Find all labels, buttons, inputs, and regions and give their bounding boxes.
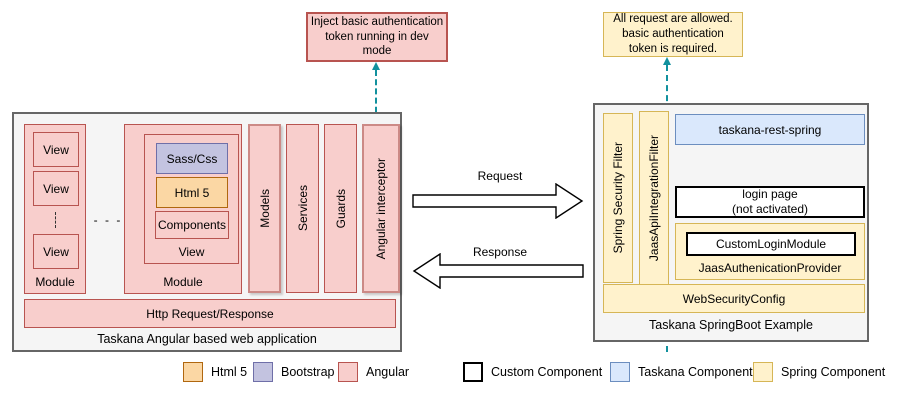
custom-login-module-box: CustomLoginModule	[686, 232, 856, 256]
angular-app-container: View View View Module - - - Sass/Css Htm…	[12, 112, 402, 352]
services-label: Services	[295, 185, 310, 232]
services-column: Services	[286, 124, 319, 293]
guards-column: Guards	[324, 124, 357, 293]
callout-inject-token: Inject basic authentication token runnin…	[306, 12, 448, 62]
legend-label-spring: Spring Component	[781, 365, 886, 379]
view-label: View	[43, 244, 69, 259]
module-2-label: Module	[163, 275, 203, 289]
http-request-response-bar: Http Request/Response	[24, 299, 396, 328]
html5-box: Html 5	[156, 177, 228, 208]
spring-security-filter-label: Spring Security Filter	[611, 142, 625, 254]
view-container-label: View	[178, 245, 205, 259]
jaas-api-integration-filter-label: JaasApiIntegrationFilter	[647, 134, 661, 262]
legend-swatch-spring	[753, 362, 773, 382]
legend-item-spring: Spring Component	[753, 362, 885, 382]
taskana-rest-spring-box: taskana-rest-spring	[675, 114, 865, 145]
models-label: Models	[257, 189, 272, 228]
callout-all-requests: All request are allowed. basic authentic…	[603, 12, 743, 57]
view-label: View	[43, 181, 69, 196]
spring-security-filter-column: Spring Security Filter	[603, 113, 633, 283]
view-label: View	[43, 142, 69, 157]
springboot-title: Taskana SpringBoot Example	[649, 318, 813, 332]
module-2: Sass/Css Html 5 Components View Module	[124, 124, 242, 294]
custom-login-module-label: CustomLoginModule	[715, 237, 827, 251]
components-label: Components	[157, 218, 227, 232]
legend-swatch-bootstrap	[253, 362, 273, 382]
view-box-3: View	[33, 234, 79, 269]
jaas-authentication-provider-box: CustomLoginModule JaasAuthenicationProvi…	[675, 223, 865, 280]
view-box-2: View	[33, 171, 79, 206]
legend-swatch-html5	[183, 362, 203, 382]
response-arrow-icon	[412, 253, 584, 289]
login-page-label: login page (not activated)	[731, 186, 809, 216]
angular-interceptor-column: Angular interceptor	[362, 124, 400, 293]
taskana-rest-spring-label: taskana-rest-spring	[718, 122, 822, 137]
view-box-1: View	[33, 132, 79, 167]
legend-label-taskana: Taskana Component	[638, 365, 753, 379]
legend-swatch-angular	[338, 362, 358, 382]
request-label: Request	[477, 168, 523, 183]
models-column: Models	[248, 124, 281, 293]
vertical-ellipsis-icon	[55, 212, 56, 228]
response-label: Response	[472, 244, 528, 259]
module-1-label: Module	[35, 275, 75, 289]
legend-item-bootstrap: Bootstrap	[253, 362, 335, 382]
sass-css-box: Sass/Css	[156, 143, 228, 174]
springboot-container: Spring Security Filter JaasApiIntegratio…	[593, 103, 869, 342]
modules-ellipsis: - - -	[93, 213, 123, 227]
legend-label-angular: Angular	[366, 365, 410, 379]
login-page-box: login page (not activated)	[675, 186, 865, 218]
legend-item-custom: Custom Component	[463, 362, 602, 382]
legend-swatch-taskana	[610, 362, 630, 382]
jaas-api-integration-filter-column: JaasApiIntegrationFilter	[639, 111, 669, 285]
web-security-config-label: WebSecurityConfig	[682, 291, 786, 306]
angular-interceptor-label: Angular interceptor	[374, 157, 388, 260]
components-box: Components	[155, 211, 229, 239]
angular-app-title: Taskana Angular based web application	[97, 332, 317, 346]
module-1: View View View Module	[24, 124, 86, 294]
legend-item-taskana: Taskana Component	[610, 362, 753, 382]
legend-label-bootstrap: Bootstrap	[281, 365, 335, 379]
legend-item-html5: Html 5	[183, 362, 247, 382]
dashed-arrowhead-left-icon	[372, 62, 380, 70]
dashed-arrowhead-right-icon	[663, 57, 671, 65]
html5-label: Html 5	[174, 185, 210, 200]
jaas-authentication-provider-label: JaasAuthenicationProvider	[698, 261, 842, 275]
web-security-config-bar: WebSecurityConfig	[603, 284, 865, 313]
legend-swatch-custom	[463, 362, 483, 382]
http-bar-label: Http Request/Response	[146, 306, 274, 321]
legend-label-custom: Custom Component	[491, 365, 603, 379]
legend-label-html5: Html 5	[211, 365, 248, 379]
sass-css-label: Sass/Css	[166, 151, 218, 166]
request-arrow-icon	[412, 183, 584, 219]
view-container: Sass/Css Html 5 Components View	[144, 134, 239, 264]
callout-all-requests-text: All request are allowed. basic authentic…	[613, 13, 733, 55]
legend-item-angular: Angular	[338, 362, 409, 382]
dashed-connector-left	[375, 70, 377, 122]
guards-label: Guards	[333, 188, 348, 229]
callout-inject-token-text: Inject basic authentication token runnin…	[310, 15, 444, 58]
